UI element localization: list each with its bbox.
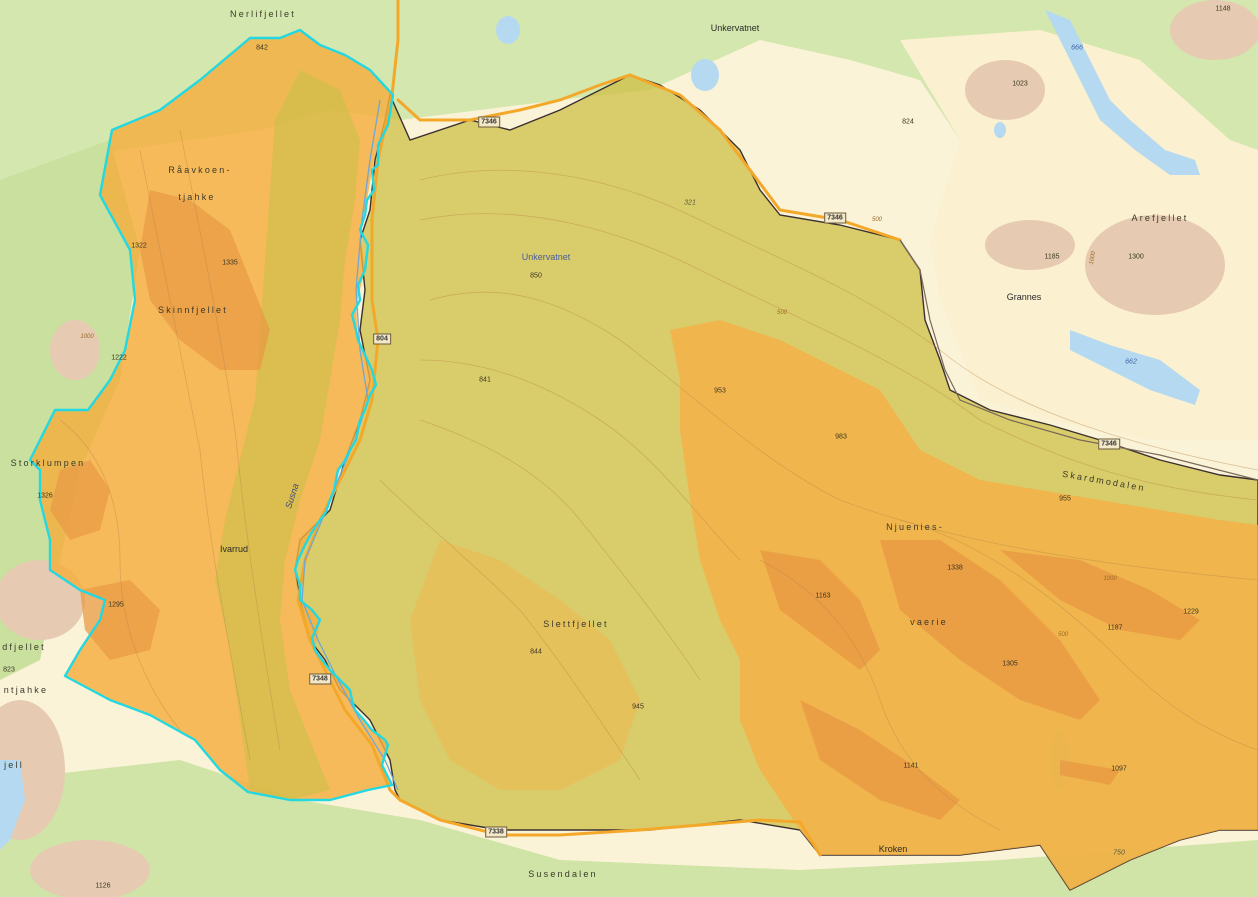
lake-elevation-label: 750 bbox=[1113, 849, 1125, 857]
peak-height-label: 1163 bbox=[815, 592, 831, 600]
open-highland-northeast bbox=[900, 30, 1258, 440]
peak-height-label: 983 bbox=[835, 433, 847, 441]
peak-height-label: 1097 bbox=[1111, 765, 1127, 773]
peak-height-label: 1023 bbox=[1012, 80, 1028, 88]
place-name-arefjellet: Arefjellet bbox=[1131, 213, 1189, 223]
place-name-njuenies: Njuenies- bbox=[886, 522, 944, 532]
place-name-skinnfjellet: Skinnfjellet bbox=[158, 305, 228, 315]
contour-label: 1000 bbox=[80, 334, 94, 340]
peak-height-label: 1305 bbox=[1002, 660, 1018, 668]
peak-height-label: 1295 bbox=[108, 601, 124, 609]
place-name-kroken: Kroken bbox=[878, 844, 908, 854]
peak-height-label: 1338 bbox=[947, 564, 963, 572]
road-number-shield: 7348 bbox=[309, 673, 331, 685]
olive-band-west bbox=[215, 70, 360, 800]
road-number-shield: 7338 bbox=[485, 826, 507, 838]
peak-height-label: 1148 bbox=[1215, 5, 1231, 13]
place-name-jell: jell bbox=[4, 760, 24, 770]
peak-height-label: 945 bbox=[632, 703, 644, 711]
lake-elevation-label: 666 bbox=[1071, 44, 1083, 52]
peak-height-label: 955 bbox=[1059, 495, 1071, 503]
place-name-storklumpen: Storklumpen bbox=[10, 458, 86, 468]
peak-height-label: 824 bbox=[902, 118, 914, 126]
place-name-susendalen: Susendalen bbox=[528, 869, 598, 879]
peak-height-label: 823 bbox=[3, 666, 15, 674]
lakes bbox=[0, 10, 1200, 850]
road-number-shield: 7346 bbox=[1098, 438, 1120, 450]
peak-height-label: 1222 bbox=[111, 354, 127, 362]
contour-lines bbox=[59, 129, 1258, 831]
roads bbox=[296, 0, 902, 857]
peak-height-label: 1185 bbox=[1044, 253, 1060, 261]
peak-height-label: 1326 bbox=[37, 492, 53, 500]
ridge-patches-east bbox=[760, 540, 1200, 820]
place-name-vaerie: vaerie bbox=[910, 617, 948, 627]
peak-height-label: 1322 bbox=[131, 242, 147, 250]
place-name-grannes: Grannes bbox=[1006, 292, 1042, 302]
place-name-tjahke: tjahke bbox=[178, 192, 216, 202]
place-name-unkervatnet-north: Unkervatnet bbox=[710, 23, 760, 33]
place-name-ntjahke: ntjahke bbox=[3, 685, 49, 695]
place-name-raavkoen: Råavkoen- bbox=[168, 165, 232, 175]
peak-height-label: 1141 bbox=[903, 762, 919, 770]
peak-height-label: 1335 bbox=[222, 259, 238, 267]
place-name-ivarrud: Ivarrud bbox=[219, 544, 249, 554]
peak-height-label: 844 bbox=[530, 648, 542, 656]
peak-height-label: 841 bbox=[479, 376, 491, 384]
road-number-shield: 7346 bbox=[824, 212, 846, 224]
peak-height-label: 1187 bbox=[1107, 624, 1123, 632]
road-number-shield: 7346 bbox=[478, 116, 500, 128]
road-number-shield: 804 bbox=[373, 333, 391, 345]
roads-eastern bbox=[899, 239, 1258, 481]
peak-height-label: 1126 bbox=[95, 882, 111, 890]
selected-area-center bbox=[410, 540, 640, 790]
peak-height-label: 1229 bbox=[1183, 608, 1199, 616]
peak-height-label: 842 bbox=[256, 44, 268, 52]
contour-label: 500 bbox=[1057, 632, 1069, 638]
place-name-slettfjellet: Slettfjellet bbox=[543, 619, 609, 629]
forest-area-south bbox=[0, 760, 1258, 897]
selection-outline[interactable] bbox=[28, 28, 395, 802]
contour-label: 500 bbox=[776, 310, 788, 316]
place-name-nerlifjellet: Nerlifjellet bbox=[230, 9, 296, 19]
lake-elevation-label: 321 bbox=[684, 199, 696, 207]
peak-height-label: 953 bbox=[714, 387, 726, 395]
peak-height-label: 1300 bbox=[1128, 253, 1144, 261]
contour-label: 500 bbox=[871, 217, 883, 223]
lake-name-unkervatnet: Unkervatnet bbox=[521, 252, 571, 262]
summit-patches-west bbox=[50, 190, 270, 660]
peak-height-label: 850 bbox=[530, 272, 542, 280]
contour-label: 1000 bbox=[1103, 576, 1117, 582]
place-name-dfjellet: dfjellet bbox=[2, 642, 46, 652]
lake-elevation-label: 662 bbox=[1125, 358, 1137, 366]
